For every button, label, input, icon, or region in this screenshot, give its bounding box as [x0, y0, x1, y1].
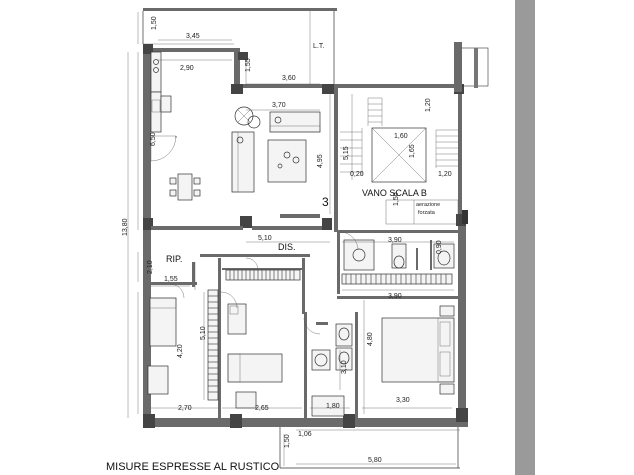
dim-3-45: 3,45 [186, 33, 200, 40]
dim-1-50-stair: 1,50 [393, 192, 400, 206]
dim-2-90: 2,90 [180, 65, 194, 72]
dim-1-20-mid: 1,20 [438, 171, 452, 178]
dim-1-60: 1,60 [394, 133, 408, 140]
dim-1-20-top: 1,20 [425, 98, 432, 112]
dim-6-50: 6,50 [150, 132, 157, 146]
label-apartment-number: 3 [322, 195, 329, 209]
dim-4-95: 4,95 [317, 154, 324, 168]
label-vano-scala: VANO SCALA B [362, 188, 427, 198]
dim-1-06: 1,06 [298, 431, 312, 438]
living-furniture [150, 51, 321, 201]
dim-1-55-top: 1,55 [245, 58, 252, 72]
bottom-balcony [279, 427, 460, 469]
dimension-labels: 1,50 3,45 2,90 1,55 3,60 3,70 6,50 4,95 … [122, 16, 452, 464]
right-stair-exterior [454, 42, 489, 224]
dim-4-80: 4,80 [367, 332, 374, 346]
top-balcony [142, 8, 337, 88]
dim-1-55-rip: 1,55 [164, 276, 178, 283]
label-rip: RIP. [166, 254, 182, 264]
dim-13-80: 13,80 [122, 218, 129, 236]
room-labels: L.T. VANO SCALA B aerazione forzata 3 DI… [106, 43, 440, 473]
dim-2-70: 2,70 [178, 405, 192, 412]
dim-3-10: 3,10 [341, 360, 348, 374]
dim-2-65: 2,65 [255, 405, 269, 412]
dim-0-20: 0,20 [350, 171, 364, 178]
label-dis: DIS. [278, 242, 296, 252]
interior-walls [151, 214, 459, 418]
label-aerazione: aerazione [416, 202, 440, 208]
page-border-strip [515, 0, 535, 475]
dim-3-90-bot: 3,90 [388, 293, 402, 300]
dim-3-30: 3,30 [396, 397, 410, 404]
dim-0-90: 0,90 [436, 240, 443, 254]
dim-4-20: 4,20 [177, 344, 184, 358]
night-furniture [147, 231, 455, 417]
dim-1-50-top: 1,50 [151, 16, 158, 30]
dim-5-10-room: 5,10 [200, 326, 207, 340]
staircase [340, 97, 459, 225]
dim-1-80: 1,80 [326, 403, 340, 410]
label-forzata: forzata [418, 210, 436, 216]
dim-1-50-bot: 1,50 [284, 434, 291, 448]
dim-1-65: 1,65 [409, 144, 416, 158]
dimension-lines [127, 12, 456, 466]
label-lt: L.T. [313, 43, 324, 50]
dim-2-10: 2,10 [147, 260, 154, 274]
dim-5-15: 5,15 [343, 146, 350, 160]
dim-5-10-dis: 5,10 [258, 235, 272, 242]
label-caption: MISURE ESPRESSE AL RUSTICO [106, 461, 280, 473]
dim-3-60: 3,60 [282, 75, 296, 82]
dim-3-90-top: 3,90 [388, 237, 402, 244]
dim-5-80: 5,80 [368, 457, 382, 464]
dim-3-70: 3,70 [272, 102, 286, 109]
